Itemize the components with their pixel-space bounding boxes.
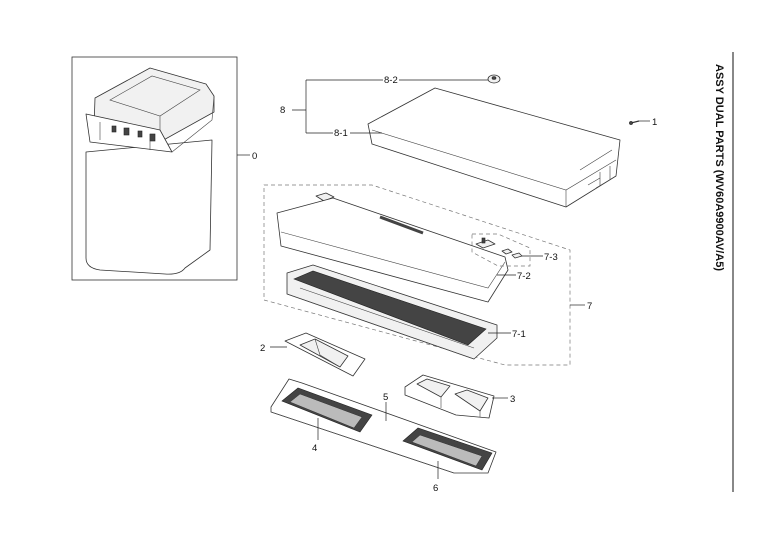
callout-4: 4 bbox=[312, 443, 317, 454]
callout-0: 0 bbox=[252, 151, 257, 162]
frame-opening bbox=[293, 270, 487, 346]
callout-7-1: 7-1 bbox=[512, 329, 526, 340]
hinge-part-a bbox=[475, 239, 496, 249]
part-8-cover-assembly: 8 8-2 8-1 1 bbox=[280, 74, 657, 208]
callout-6: 6 bbox=[433, 483, 438, 494]
callout-7: 7 bbox=[587, 301, 592, 312]
callout-5: 5 bbox=[383, 392, 388, 403]
hinge-part-c bbox=[511, 252, 523, 259]
callout-7-3: 7-3 bbox=[544, 252, 558, 263]
hinge-part-b bbox=[501, 248, 513, 255]
callout-3: 3 bbox=[510, 394, 515, 405]
callout-7-2: 7-2 bbox=[517, 271, 531, 282]
panel-slot bbox=[379, 215, 424, 235]
cover-8-1 bbox=[367, 87, 621, 208]
group-7-outline bbox=[263, 184, 571, 366]
panel-7-2 bbox=[276, 197, 509, 303]
callout-8-1: 8-1 bbox=[334, 128, 348, 139]
part-7-group: 7 7-3 7-2 7-1 bbox=[263, 184, 592, 366]
part-0-washer-overview: 0 bbox=[71, 56, 257, 281]
washer-cabinet bbox=[85, 139, 213, 275]
group-7-3-outline bbox=[471, 233, 531, 267]
callout-1: 1 bbox=[652, 117, 657, 128]
clip-part bbox=[315, 192, 335, 202]
part-3-cup: 3 bbox=[404, 374, 515, 419]
part-5-drawer-base: 5 4 6 bbox=[270, 378, 497, 494]
callout-2: 2 bbox=[260, 343, 265, 354]
callout-8-2: 8-2 bbox=[384, 75, 398, 86]
leader-8-bracket bbox=[292, 79, 383, 134]
page-title: ASSY DUAL PARTS (WV60A9900AV/A5) bbox=[713, 64, 725, 271]
part-2-tray: 2 bbox=[260, 332, 366, 377]
callout-8: 8 bbox=[280, 105, 285, 116]
